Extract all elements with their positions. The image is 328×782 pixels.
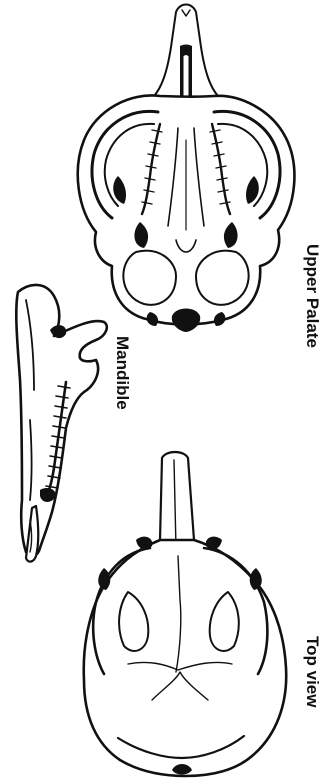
top-view-label: Top view <box>302 636 322 707</box>
mandible-label: Mandible <box>112 336 132 410</box>
top-view-drawing <box>84 452 286 776</box>
upper-palate-label: Upper Palate <box>302 244 322 348</box>
upper-palate-drawing <box>78 5 295 333</box>
mandible-drawing <box>16 285 107 562</box>
